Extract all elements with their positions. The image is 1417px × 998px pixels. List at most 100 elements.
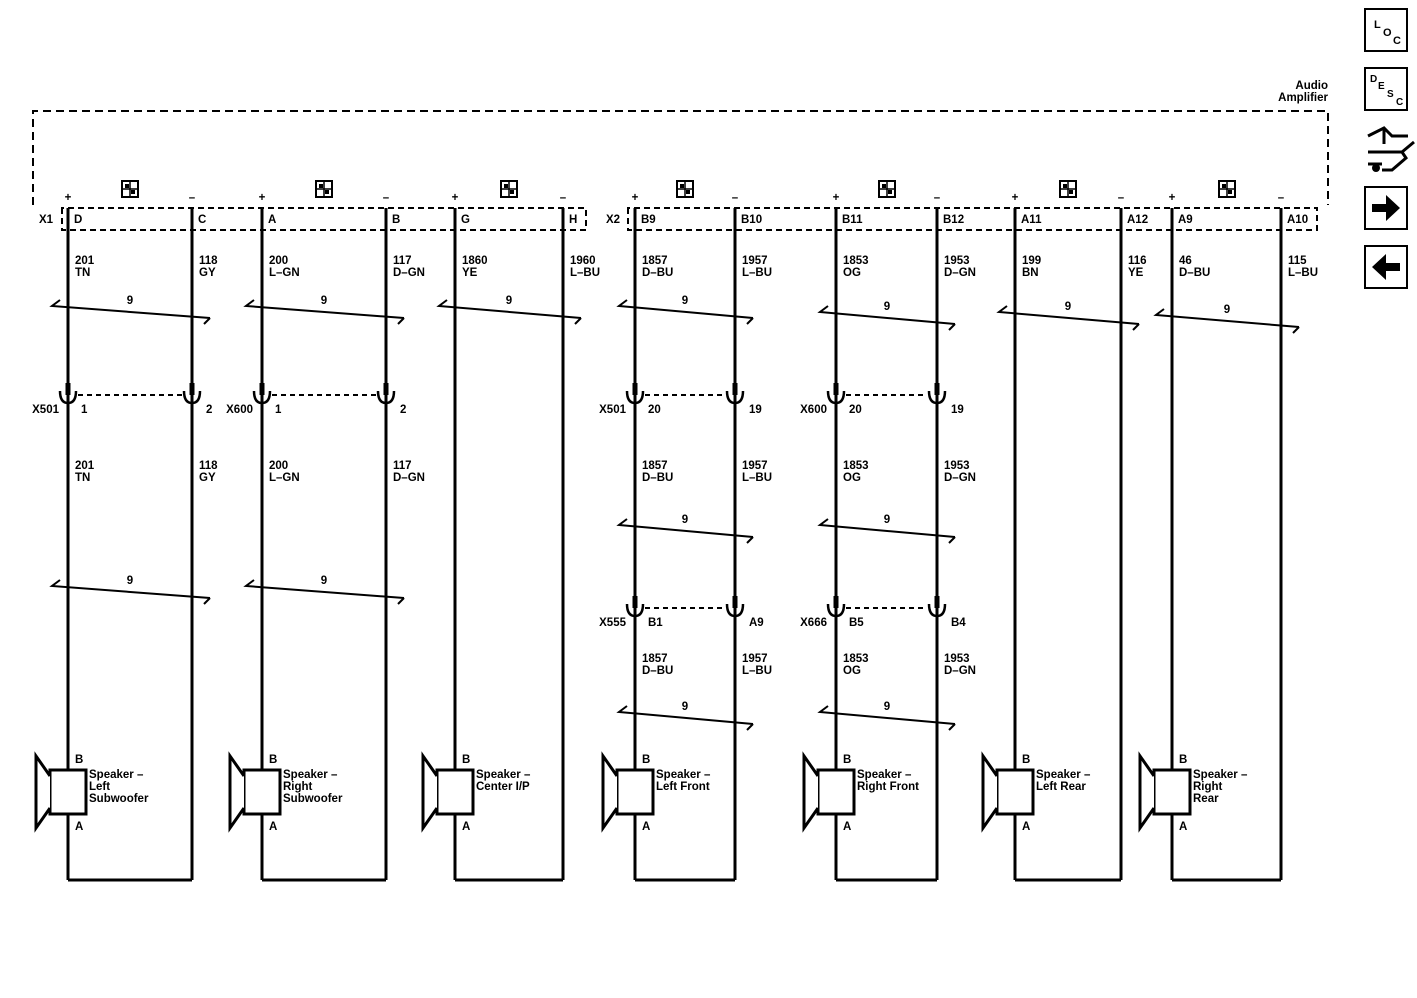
component-icon-cell [1222,184,1226,188]
inline-connector-socket [182,390,202,405]
inline-connector-pin [732,596,738,608]
circuit-number-positive: 200 [269,255,288,267]
inline-connector-socket [826,603,846,618]
speaker-icon [34,751,88,833]
loc-icon: L O C [1374,19,1401,47]
twisted-pair-symbol: 9 [243,575,405,605]
twisted-pair-symbol: 9 [243,295,405,325]
wire-color-negative: YE [1128,267,1144,279]
circuit-number-negative: 117 [393,255,412,267]
speaker-name-line1: Speaker – [1193,769,1248,781]
inline-connector-pin [65,383,71,395]
twisted-pair-label: 9 [127,575,133,587]
inline-connector-pin-negative: 2 [400,404,406,416]
speaker-icon [601,751,655,833]
inline-connector-pin [934,596,940,608]
inline-connector-socket [927,390,947,405]
wire-color-negative: GY [199,267,216,279]
speaker-name-line3: Subwoofer [89,793,149,805]
speaker-name-line2: Center I/P [476,781,530,793]
twisted-pair-line [203,597,211,605]
inline-connector-socket [826,390,846,405]
component-icon [878,180,896,198]
speaker-name-line3: Subwoofer [283,793,343,805]
speaker-cone [601,751,619,833]
twisted-pair-line [49,299,211,319]
circuit-number-negative-bottom: 1957 [742,653,768,665]
twisted-pair-line [1292,326,1300,334]
inline-connector-pin-positive: B1 [648,617,663,629]
loc-letter-2: O [1383,27,1392,39]
loc-letter-3: C [1393,35,1401,47]
previous-page-button[interactable] [1364,245,1408,289]
component-icon [676,180,694,198]
wire-color-negative-lower: L–BU [742,472,772,484]
inline-connector-pin-positive: B5 [849,617,864,629]
component-connector-button[interactable] [1362,124,1416,176]
circuit-number-negative-lower: 1953 [944,460,970,472]
circuit-number-positive-bottom: 1857 [642,653,668,665]
inline-connector-socket [58,390,78,405]
next-page-button[interactable] [1364,186,1408,230]
component-icon-cell [1069,190,1073,194]
twisted-pair-line [616,299,754,319]
inline-connector-pin [632,383,638,395]
speaker-name-line1: Speaker – [476,769,531,781]
twisted-pair-symbol: 9 [616,701,754,731]
connector-pin-negative: B12 [943,214,964,226]
speaker-pin-a: A [843,821,851,833]
location-button[interactable]: L O C [1364,8,1408,52]
component-icon-cell [1063,184,1067,188]
inline-connector-pin [934,383,940,395]
wire-color-positive: D–BU [642,267,673,279]
inline-connector-socket [725,390,745,405]
desc-letter-2: E [1378,81,1385,92]
wire-color-positive: OG [843,267,861,279]
circuit-number-positive: 1860 [462,255,488,267]
twisted-pair-line [397,317,405,325]
twisted-pair-line [817,305,956,325]
negative-terminal-symbol: – [934,192,941,204]
twisted-pair-label: 9 [506,295,512,307]
negative-terminal-symbol: – [383,192,390,204]
wire-color-negative-bottom: L–BU [742,665,772,677]
positive-terminal-symbol: + [65,192,72,204]
speaker-magnet [1152,768,1192,816]
speaker-pin-a: A [1022,821,1030,833]
wire-color-positive-bottom: D–BU [642,665,673,677]
wire-color-positive-bottom: OG [843,665,861,677]
inline-connector-name: X600 [800,404,827,416]
connector-pin-negative: A12 [1127,214,1148,226]
wire-color-negative: L–BU [742,267,772,279]
wire-color-positive: BN [1022,267,1039,279]
inline-connector-pin-positive: 1 [81,404,88,416]
inline-connector-pin [833,383,839,395]
connector-pin-positive: A [268,214,276,226]
circuit-number-negative: 1960 [570,255,596,267]
wire-color-negative-lower: D–GN [393,472,425,484]
wire-color-negative: L–BU [570,267,600,279]
description-button[interactable]: D E S C [1364,67,1408,111]
wire-color-negative: D–GN [393,267,425,279]
circuit-number-positive: 199 [1022,255,1041,267]
wire-color-negative: D–GN [944,267,976,279]
connector-x2-label: X2 [606,214,620,226]
negative-terminal-symbol: – [560,192,567,204]
desc-letter-3: S [1387,89,1394,100]
desc-letter-4: C [1396,97,1403,108]
component-icon-cell [882,184,886,188]
speaker-cone [1138,751,1156,833]
twisted-pair-line [996,305,1140,325]
connector-pin-positive: A11 [1021,214,1042,226]
speaker-magnet [48,768,88,816]
speaker-name-line1: Speaker – [89,769,144,781]
twisted-pair-label: 9 [884,514,890,526]
